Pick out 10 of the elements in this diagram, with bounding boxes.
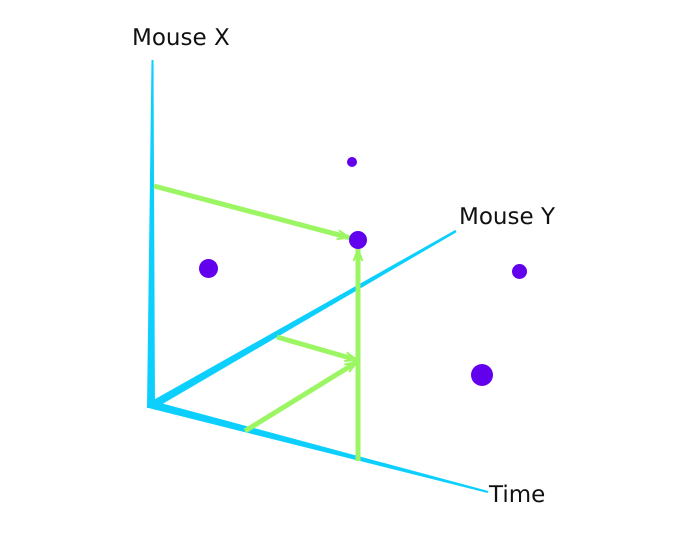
data-point	[349, 231, 367, 249]
data-point	[198, 258, 218, 278]
data-point	[347, 157, 357, 167]
axis-label: Time	[489, 482, 546, 509]
data-point	[512, 264, 526, 278]
data-point	[471, 364, 493, 386]
projection-arrow	[153, 184, 350, 240]
axis-label: Mouse X	[132, 25, 230, 52]
projection-arrow	[352, 248, 364, 461]
axis-label: Mouse Y	[459, 204, 555, 231]
